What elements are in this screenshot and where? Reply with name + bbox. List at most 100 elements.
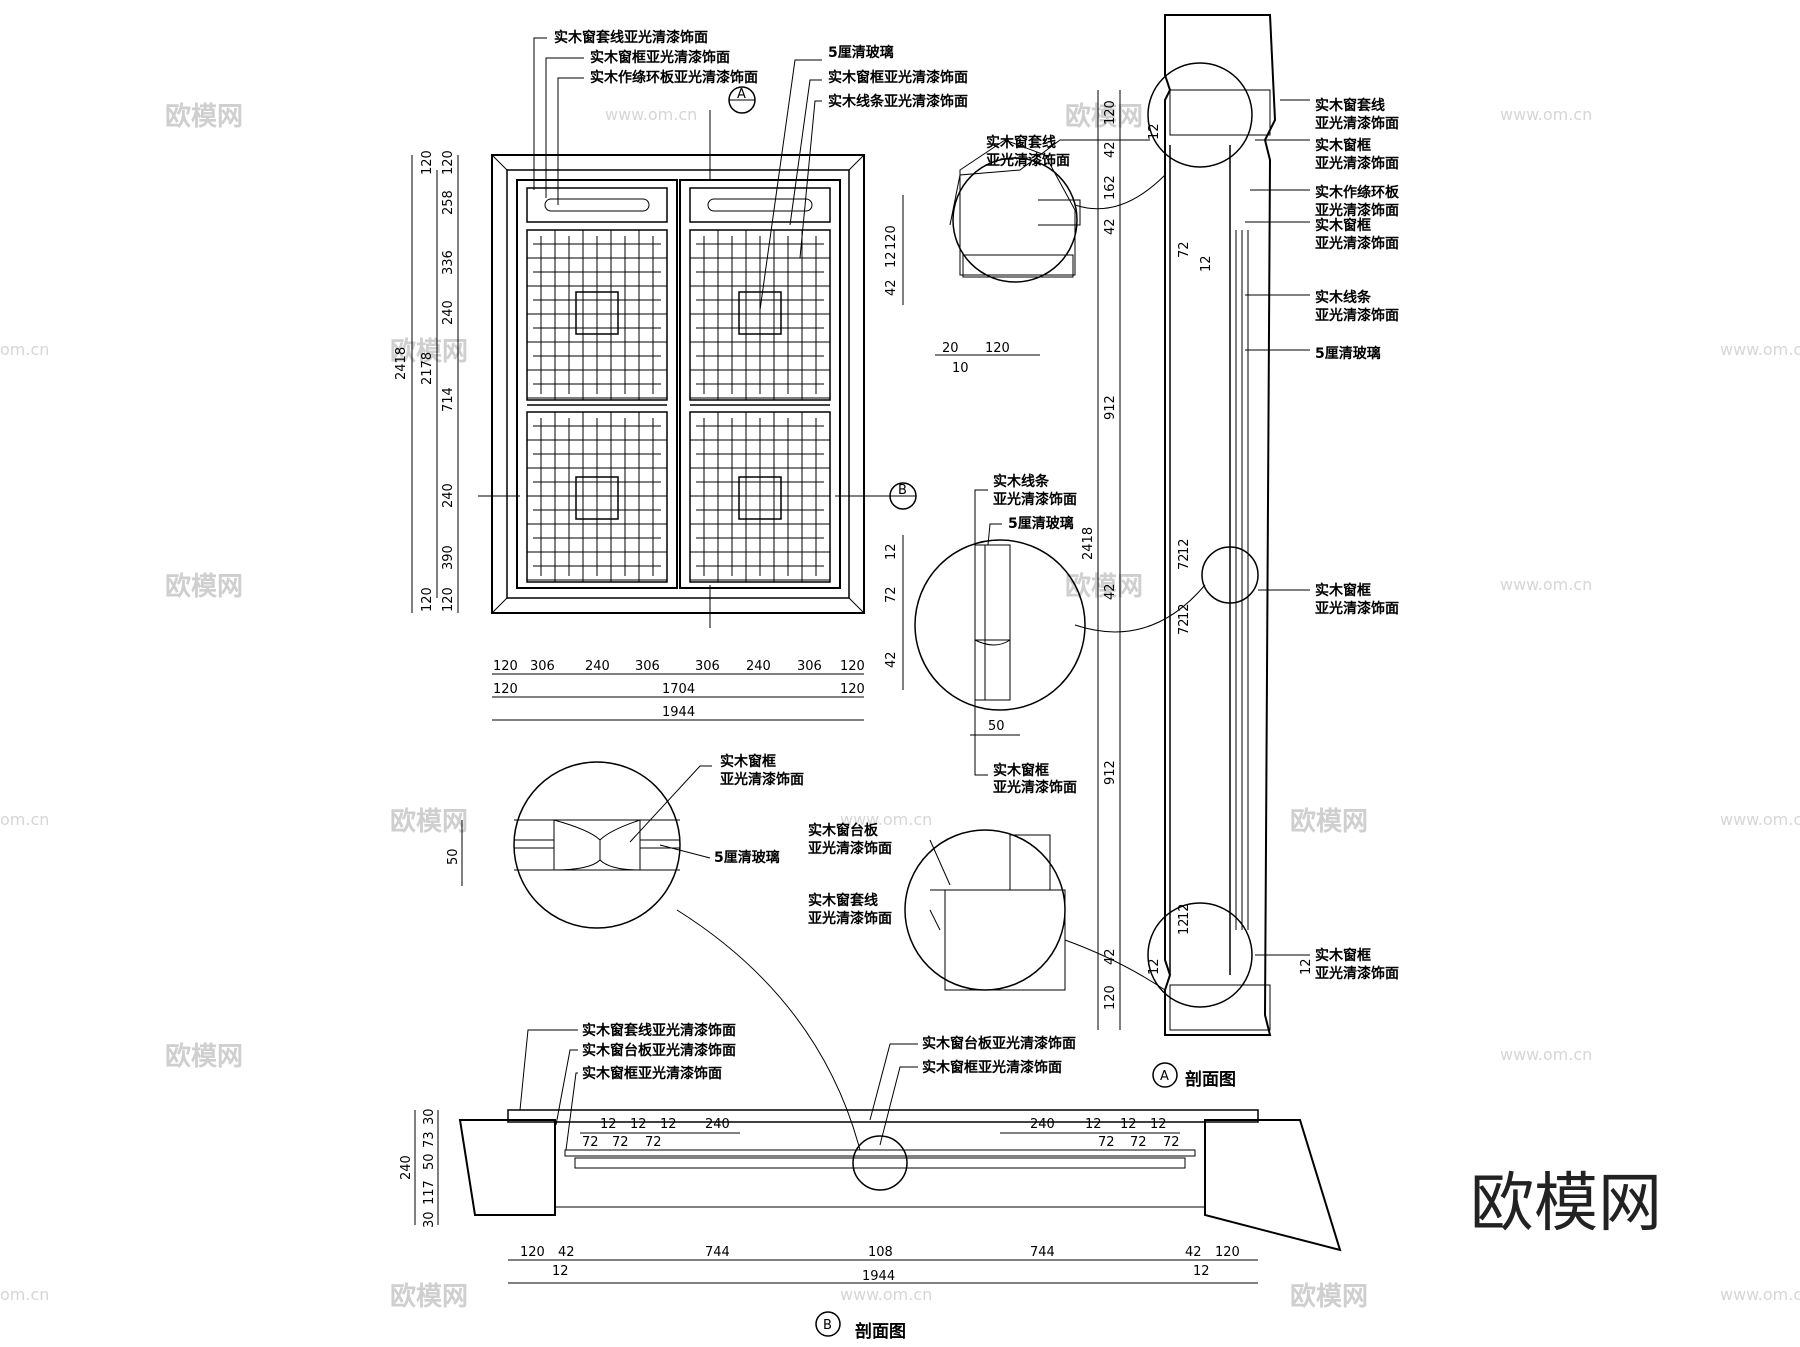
dim-v: 50	[446, 848, 461, 865]
dim-h: 240	[705, 1117, 730, 1132]
watermark-url: om.cn	[0, 1285, 49, 1304]
detail-left-label-3: 5厘清玻璃	[714, 849, 780, 866]
sec-a-label: 实木线条	[1315, 289, 1372, 306]
dim-section-a-total: 2418	[1081, 527, 1096, 560]
dim-h: 12	[1120, 1117, 1137, 1132]
lattice-frame	[526, 229, 668, 401]
dim-total-height: 2418	[394, 347, 409, 380]
dim-v: 912	[1103, 760, 1118, 785]
sec-a-label: 实木窗框	[1315, 582, 1371, 599]
detail-left-circle: 实木窗框 亚光清漆饰面 5厘清玻璃 50	[446, 753, 861, 1151]
lattice-frame	[689, 411, 831, 583]
dim-h: 120	[985, 341, 1010, 356]
dim-h: 72	[1163, 1135, 1180, 1150]
dim-h: 120	[840, 682, 865, 697]
dim-h: 72	[612, 1135, 629, 1150]
dim-v: 42	[1103, 141, 1118, 158]
lattice-frame	[689, 229, 831, 401]
dim-section-b-total: 1944	[862, 1269, 895, 1284]
label-glass: 5厘清玻璃	[828, 44, 894, 61]
dim-h: 744	[705, 1245, 730, 1260]
detail-mid-label-4: 实木窗框	[993, 762, 1049, 779]
dim-v: 30	[422, 1108, 437, 1125]
elevation-left-dimensions: 2418 2178 120 258 336 240 714 240 390 12…	[394, 150, 459, 613]
detail-sill-circle: 实木窗台板 亚光清漆饰面 实木窗套线 亚光清漆饰面	[808, 822, 1166, 991]
dim-h: 10	[952, 361, 969, 376]
section-b-dimensions: 240 30 73 50 117 30 12 12 12 240 72 72 7…	[399, 1108, 1258, 1284]
lattice-pattern	[526, 229, 831, 583]
watermark-url: www.om.cn	[1720, 1285, 1800, 1304]
section-a-labels: 实木窗套线 亚光清漆饰面 实木窗框 亚光清漆饰面 实木作绦环板 亚光清漆饰面 实…	[1245, 97, 1400, 982]
detail-mid-label-3: 5厘清玻璃	[1008, 515, 1074, 532]
dim-v: 390	[441, 545, 456, 570]
detail-mid-circle: 实木线条 亚光清漆饰面 5厘清玻璃 实木窗框 亚光清漆饰面 12 72 42 5…	[884, 473, 1206, 796]
sec-b-label: 实木窗套线亚光清漆饰面	[582, 1022, 736, 1039]
watermark-brand-large: 欧模网	[1470, 1167, 1662, 1241]
watermark-brand: 欧模网	[390, 806, 468, 837]
dim-v: 120	[1103, 985, 1118, 1010]
sec-a-label: 亚光清漆饰面	[1315, 965, 1399, 982]
watermark-url: om.cn	[0, 340, 49, 359]
right-ring-board	[689, 187, 831, 223]
detail-circle	[914, 539, 1086, 711]
detail-top-label-2: 亚光清漆饰面	[986, 152, 1070, 169]
left-sash	[516, 179, 678, 589]
watermark-brand: 欧模网	[390, 1281, 468, 1312]
dim-inner-height: 2178	[420, 352, 435, 385]
section-a-drawing: 实木窗套线 亚光清漆饰面 实木窗框 亚光清漆饰面 实木作绦环板 亚光清漆饰面 实…	[1081, 14, 1400, 1090]
section-b-letter: B	[898, 483, 907, 498]
dim-h: 108	[868, 1245, 893, 1260]
detail-sill-label-1: 实木窗台板	[808, 822, 879, 839]
dim-h: 20	[942, 341, 959, 356]
dim-h: 120	[520, 1245, 545, 1260]
watermark-brand: 欧模网	[165, 571, 243, 602]
section-a-title-marker	[1152, 1062, 1178, 1088]
dim-v: 240	[441, 483, 456, 508]
watermark-brand: 欧模网	[1065, 101, 1143, 132]
dim-h: 12	[1085, 1117, 1102, 1132]
dim-v: 120	[420, 587, 435, 612]
detail-circle	[952, 157, 1078, 283]
detail-left-label-2: 亚光清漆饰面	[720, 771, 804, 788]
elevation-inner-casing	[506, 169, 850, 599]
right-upper-glass-panel	[738, 291, 782, 335]
detail-mid-label-2: 亚光清漆饰面	[993, 491, 1077, 508]
dim-v: 42	[1103, 583, 1118, 600]
dim-v: 30	[422, 1211, 437, 1228]
dim-v: 120	[884, 225, 899, 250]
section-a-detail-circle	[1147, 62, 1253, 168]
watermark-url: om.cn	[0, 810, 49, 829]
dim-v: 120	[441, 587, 456, 612]
watermark-brand: 欧模网	[1065, 571, 1143, 602]
detail-mid-label-5: 亚光清漆饰面	[993, 779, 1077, 796]
detail-mid-label-1: 实木线条	[993, 473, 1050, 490]
dim-v: 120	[1103, 100, 1118, 125]
dim-h: 12	[552, 1264, 569, 1279]
label-ring-board: 实木作绦环板亚光清漆饰面	[590, 69, 758, 86]
watermark-url: www.om.cn	[1720, 340, 1800, 359]
section-b-title-marker	[815, 1311, 841, 1337]
dim-v: 912	[1103, 395, 1118, 420]
dim-section-b-height: 240	[399, 1155, 414, 1180]
sec-b-label: 实木窗框亚光清漆饰面	[922, 1059, 1062, 1076]
right-sash	[679, 179, 841, 589]
section-a-detail-circle	[1201, 546, 1259, 604]
sec-a-label: 实木窗框	[1315, 947, 1371, 964]
dim-v: 12	[1177, 538, 1192, 555]
dim-v: 240	[441, 300, 456, 325]
elevation-outer-casing	[491, 154, 865, 614]
window-elevation: A B 实木窗套线亚光清漆饰面 实木窗框亚光清漆饰面 实木作绦环板亚光清漆饰面 …	[394, 29, 968, 721]
section-a-title: 剖面图	[1185, 1069, 1236, 1090]
lattice-frame	[526, 411, 668, 583]
left-ring-board	[526, 187, 668, 223]
sec-a-label: 亚光清漆饰面	[1315, 235, 1399, 252]
watermark-url: www.om.cn	[840, 1285, 932, 1304]
sec-a-label: 亚光清漆饰面	[1315, 600, 1399, 617]
dim-h: 240	[1030, 1117, 1055, 1132]
detail-circle	[904, 829, 1066, 991]
section-b-casing	[507, 1109, 1259, 1123]
watermark-url: www.om.cn	[605, 105, 697, 124]
dim-h: 12	[1193, 1264, 1210, 1279]
dim-v: 12	[884, 543, 899, 560]
dim-v: 120	[420, 150, 435, 175]
